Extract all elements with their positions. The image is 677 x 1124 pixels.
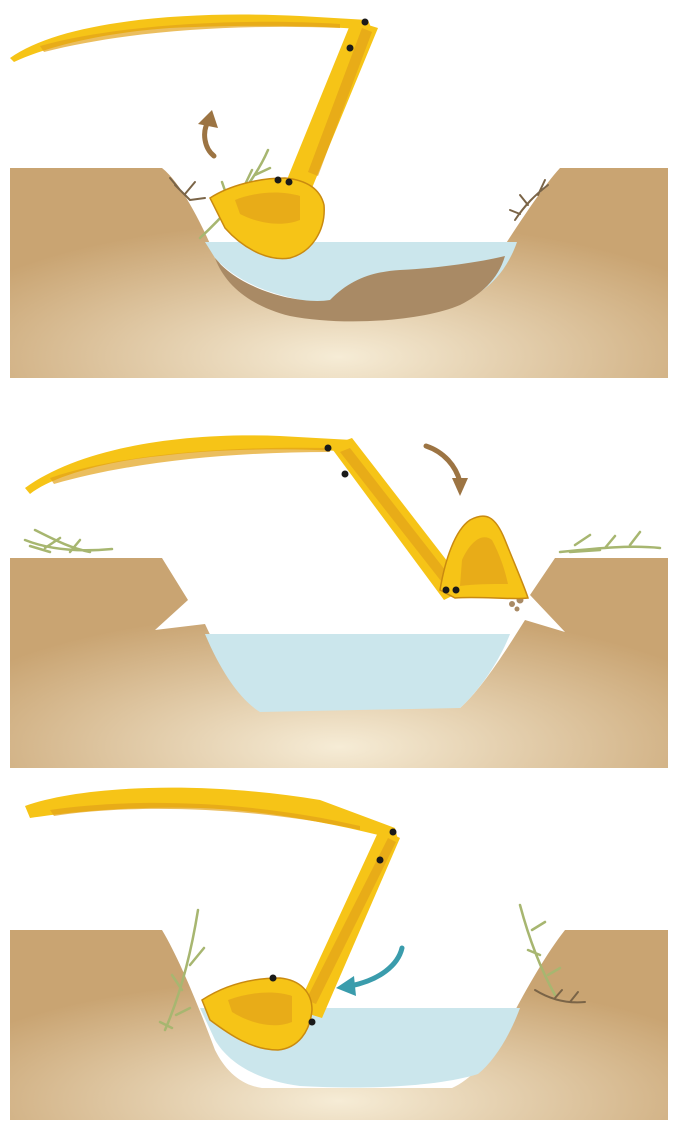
plant-left bbox=[25, 530, 112, 552]
bucket-pivot bbox=[275, 177, 282, 184]
bucket-pivot bbox=[270, 975, 277, 982]
bucket-pivot bbox=[443, 587, 450, 594]
boom-pivot bbox=[325, 445, 332, 452]
motion-arrow bbox=[198, 110, 218, 156]
plant-right bbox=[560, 532, 660, 552]
water bbox=[205, 634, 510, 712]
bucket-pivot-2 bbox=[309, 1019, 316, 1026]
panel-3 bbox=[10, 788, 668, 1120]
bucket-pivot-2 bbox=[453, 587, 460, 594]
panel-2 bbox=[10, 435, 668, 768]
boom-pivot bbox=[390, 829, 397, 836]
stick-pivot bbox=[377, 857, 384, 864]
panel-1 bbox=[10, 15, 668, 378]
bucket-pivot-2 bbox=[286, 179, 293, 186]
stick-pivot bbox=[342, 471, 349, 478]
boom bbox=[25, 435, 356, 494]
motion-arrow bbox=[426, 446, 468, 496]
boom-pivot bbox=[362, 19, 369, 26]
boom bbox=[10, 15, 372, 62]
stick-pivot bbox=[347, 45, 354, 52]
boom bbox=[25, 788, 398, 840]
